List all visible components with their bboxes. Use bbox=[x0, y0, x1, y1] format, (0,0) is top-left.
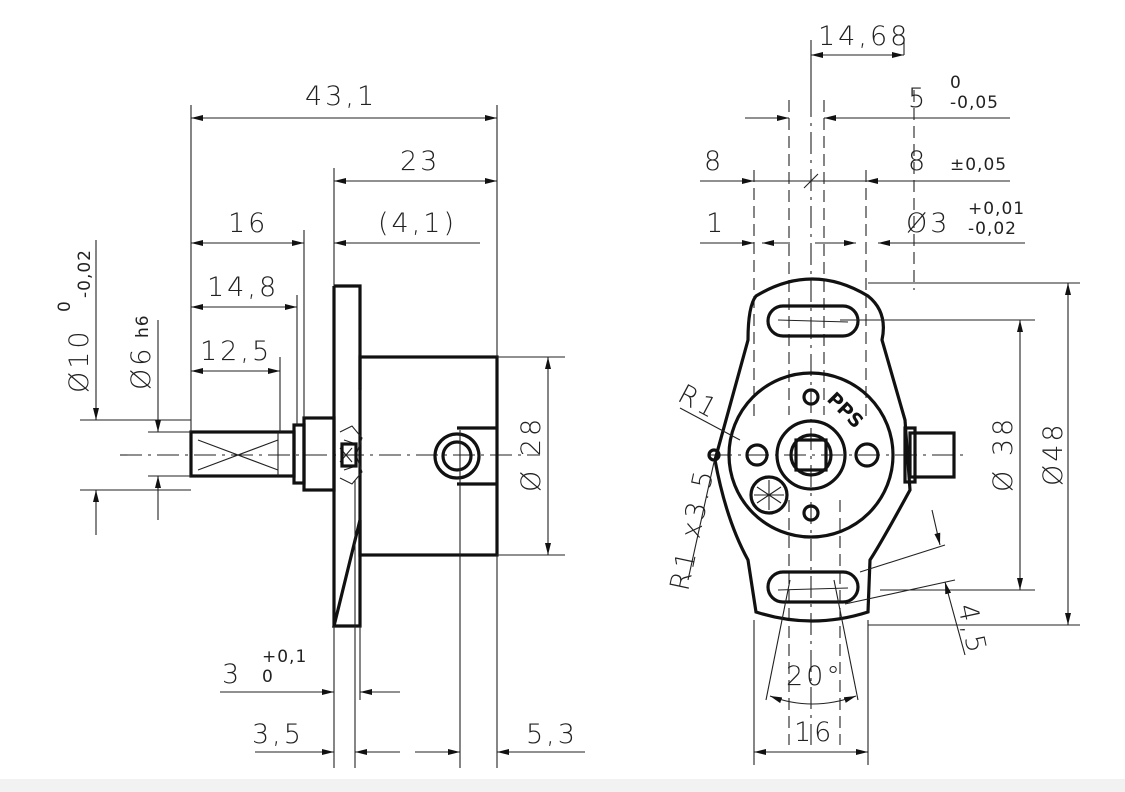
footer-strip bbox=[0, 779, 1125, 792]
screw-head bbox=[749, 475, 789, 515]
dim-8-tick bbox=[803, 173, 819, 189]
dim-12-5: 12,5 bbox=[200, 336, 272, 367]
bushing bbox=[302, 416, 336, 492]
ext-angle-left bbox=[765, 579, 791, 701]
front-view: PPS 14,68 5 bbox=[665, 21, 1080, 765]
dim-5-tol-upper: 0 bbox=[950, 73, 962, 93]
slot-bottom bbox=[766, 570, 860, 604]
mount-boss-inner bbox=[441, 440, 473, 472]
dim-14-8: 14,8 bbox=[207, 272, 279, 303]
bore-square bbox=[794, 438, 828, 472]
slot-top bbox=[766, 304, 860, 338]
dim-5-tol-lower: -0,05 bbox=[950, 93, 999, 113]
dim-1: 1 bbox=[706, 208, 726, 239]
dim-8-left: 8 bbox=[704, 146, 724, 177]
housing-outline bbox=[713, 277, 912, 623]
dia38-circle bbox=[727, 371, 895, 539]
dim-r1-x3-5: R1 x3.5 bbox=[665, 465, 721, 593]
bore-inner bbox=[789, 433, 833, 477]
dim-3-5: 3,5 bbox=[252, 719, 304, 750]
ext-4-5-a bbox=[859, 544, 946, 573]
ext-4-5-b bbox=[844, 579, 956, 605]
slot-centerlines bbox=[777, 319, 849, 591]
dim-4-5: 4,5 bbox=[951, 601, 992, 658]
flange bbox=[331, 284, 362, 628]
dim-3-tol-lower: 0 bbox=[262, 667, 274, 687]
dim-3: 3 bbox=[222, 659, 242, 690]
leader-r1-top bbox=[679, 407, 741, 441]
dim-43-1: 43,1 bbox=[305, 81, 377, 112]
hole-top bbox=[802, 388, 820, 406]
dim-dia48: Ø48 bbox=[1038, 421, 1069, 486]
dim-dia10-tol-lower: -0,02 bbox=[75, 249, 95, 298]
hole-bottom bbox=[802, 504, 820, 522]
dim-dia6: Ø6 bbox=[126, 346, 157, 390]
dim-dia6-fit: h6 bbox=[133, 314, 153, 338]
ext-angle-right bbox=[833, 579, 859, 701]
mount-boss-outer bbox=[433, 432, 481, 480]
dim-5: 5 bbox=[908, 83, 928, 114]
pin-left bbox=[745, 443, 769, 467]
dim-angle-20: 20° bbox=[786, 661, 843, 692]
dim-dia3: Ø3 bbox=[906, 208, 950, 239]
side-view: 43,1 23 16 (4,1) 14,8 12,5 Ø 28 Ø10 0 -0… bbox=[55, 81, 585, 768]
mount-boss-walls bbox=[457, 426, 497, 486]
gear-teeth bbox=[339, 439, 357, 471]
dim-line-4-5-upper bbox=[931, 509, 941, 546]
connector bbox=[908, 431, 956, 479]
bore-outer bbox=[775, 419, 847, 491]
leader-r1-x3-5 bbox=[687, 461, 715, 581]
dim-dia10: Ø10 bbox=[64, 328, 95, 393]
pin-right bbox=[854, 442, 880, 468]
dim-23: 23 bbox=[400, 146, 440, 177]
dim-5-3: 5,3 bbox=[526, 719, 578, 750]
dim-arc-20deg bbox=[769, 695, 857, 705]
screw-cross bbox=[754, 480, 784, 510]
dim-3-tol-upper: +0,1 bbox=[262, 647, 307, 667]
dim-16-side: 16 bbox=[228, 208, 268, 239]
r1-notch bbox=[707, 448, 721, 462]
dim-dia28: Ø 28 bbox=[516, 416, 547, 492]
dim-dia10-tol-upper: 0 bbox=[55, 300, 75, 312]
gear-hub bbox=[340, 442, 358, 468]
dim-14-68: 14,68 bbox=[818, 21, 910, 52]
dim-4-1: (4,1) bbox=[378, 208, 457, 239]
shaft-flat-mark-2 bbox=[197, 439, 279, 471]
dim-line-4-5-lower bbox=[944, 581, 966, 656]
dim-8-tol: ±0,05 bbox=[950, 155, 1007, 175]
dim-dia3-tol-lower: -0,02 bbox=[968, 219, 1017, 239]
dim-r1-top: R1 bbox=[673, 379, 725, 426]
connector-base bbox=[903, 426, 917, 484]
dim-dia3-tol-upper: +0,01 bbox=[968, 199, 1025, 219]
dim-16-front: 16 bbox=[794, 717, 834, 748]
housing-body bbox=[358, 355, 499, 557]
dim-dia38: Ø 38 bbox=[988, 416, 1019, 492]
dim-8-right: 8 bbox=[908, 146, 928, 177]
